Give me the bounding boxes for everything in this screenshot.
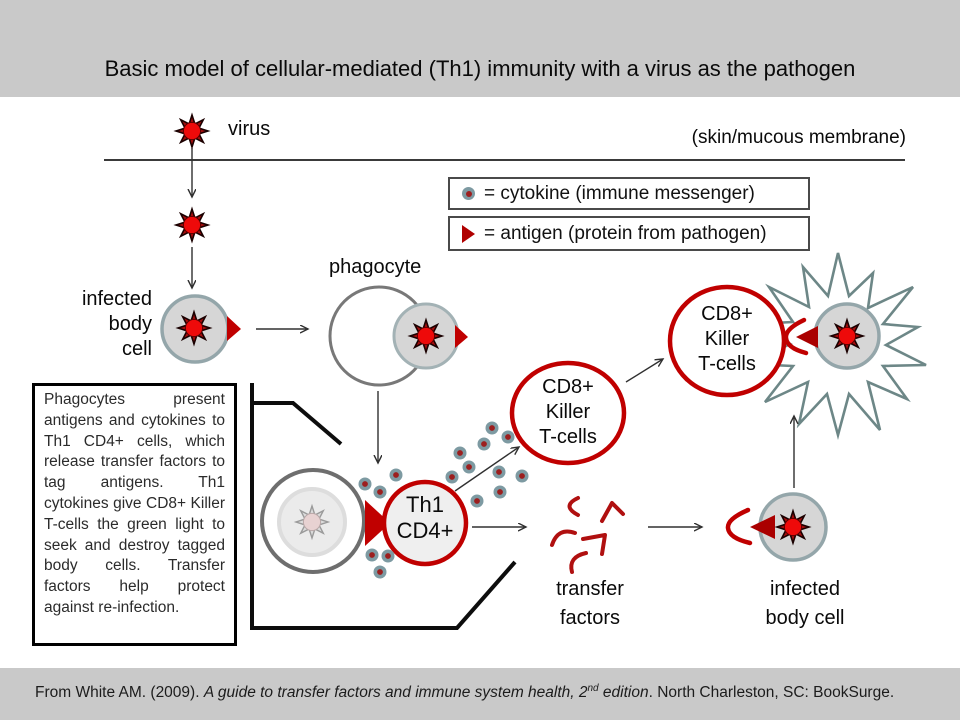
citation-superscript: nd	[587, 683, 599, 694]
arrow-cd8-up	[625, 359, 663, 383]
legend-antigen-label: = antigen (protein from pathogen)	[484, 222, 767, 244]
infected-body-cell-right	[725, 492, 828, 562]
virus-icon	[409, 319, 443, 353]
transfer-factor-icon	[725, 507, 753, 546]
transfer-factor-cluster	[550, 496, 625, 574]
explanation-box: Phagocytes present antigens and cytokine…	[32, 383, 237, 646]
th1-cd4-label: Th1 CD4+	[396, 492, 454, 543]
legend-cytokine-label: = cytokine (immune messenger)	[484, 182, 755, 204]
antigen-icon	[796, 326, 818, 348]
virus-icon	[830, 319, 864, 353]
virus-icon	[177, 311, 211, 345]
tagged-antigen-top	[783, 317, 818, 356]
cytokine-icon	[462, 187, 475, 200]
footer-band	[0, 668, 960, 720]
phagocyte-engulfing-cell	[328, 285, 468, 387]
attacked-infected-cell	[813, 302, 881, 370]
virus-icon	[776, 510, 810, 544]
infected-body-cell-left	[160, 294, 241, 364]
infected-body-cell-left-label: infected body cell	[81, 288, 152, 360]
antigen-icon	[455, 325, 468, 348]
phagocyte-presenting	[260, 468, 390, 574]
cd8-killer-tcell-top	[667, 284, 787, 398]
th1-cd4-cell	[381, 479, 469, 567]
antigen-icon	[750, 515, 775, 539]
page-title: Basic model of cellular-mediated (Th1) i…	[104, 56, 856, 81]
cd8-killer-tcells-top-label: CD8+ Killer T-cells	[698, 303, 756, 375]
citation-title-tail: edition	[598, 684, 649, 702]
citation-tail: . North Charleston, SC: BookSurge.	[648, 684, 895, 702]
citation-prefix: From White AM. (2009).	[35, 684, 204, 702]
transfer-factor-icon	[783, 317, 809, 356]
header-band	[0, 0, 960, 97]
citation-title: A guide to transfer factors and immune s…	[203, 684, 588, 702]
tissue-boundary-lines	[250, 383, 517, 630]
antigen-icon	[227, 316, 241, 341]
cd8-killer-tcells-mid-label: CD8+ Killer T-cells	[539, 376, 597, 448]
legend-cytokine: = cytokine (immune messenger)	[448, 177, 810, 210]
faded-virus-icon	[295, 505, 329, 539]
infected-body-cell-right-label: infected body cell	[765, 578, 845, 629]
phagocyte-label: phagocyte	[329, 256, 422, 278]
th1-output-arrows	[454, 447, 526, 527]
virus-icon	[175, 208, 209, 242]
transfer-factors-label: transfer factors	[556, 578, 624, 629]
virus-icon	[175, 114, 209, 148]
antigen-icon	[365, 500, 390, 546]
antigen-icon	[462, 224, 475, 243]
legend-antigen: = antigen (protein from pathogen)	[448, 216, 810, 251]
membrane-label: (skin/mucous membrane)	[691, 127, 906, 148]
citation: From White AM. (2009). A guide to transf…	[35, 683, 955, 702]
cd8-killer-tcell-mid	[509, 360, 627, 466]
virus-label: virus	[228, 118, 271, 140]
